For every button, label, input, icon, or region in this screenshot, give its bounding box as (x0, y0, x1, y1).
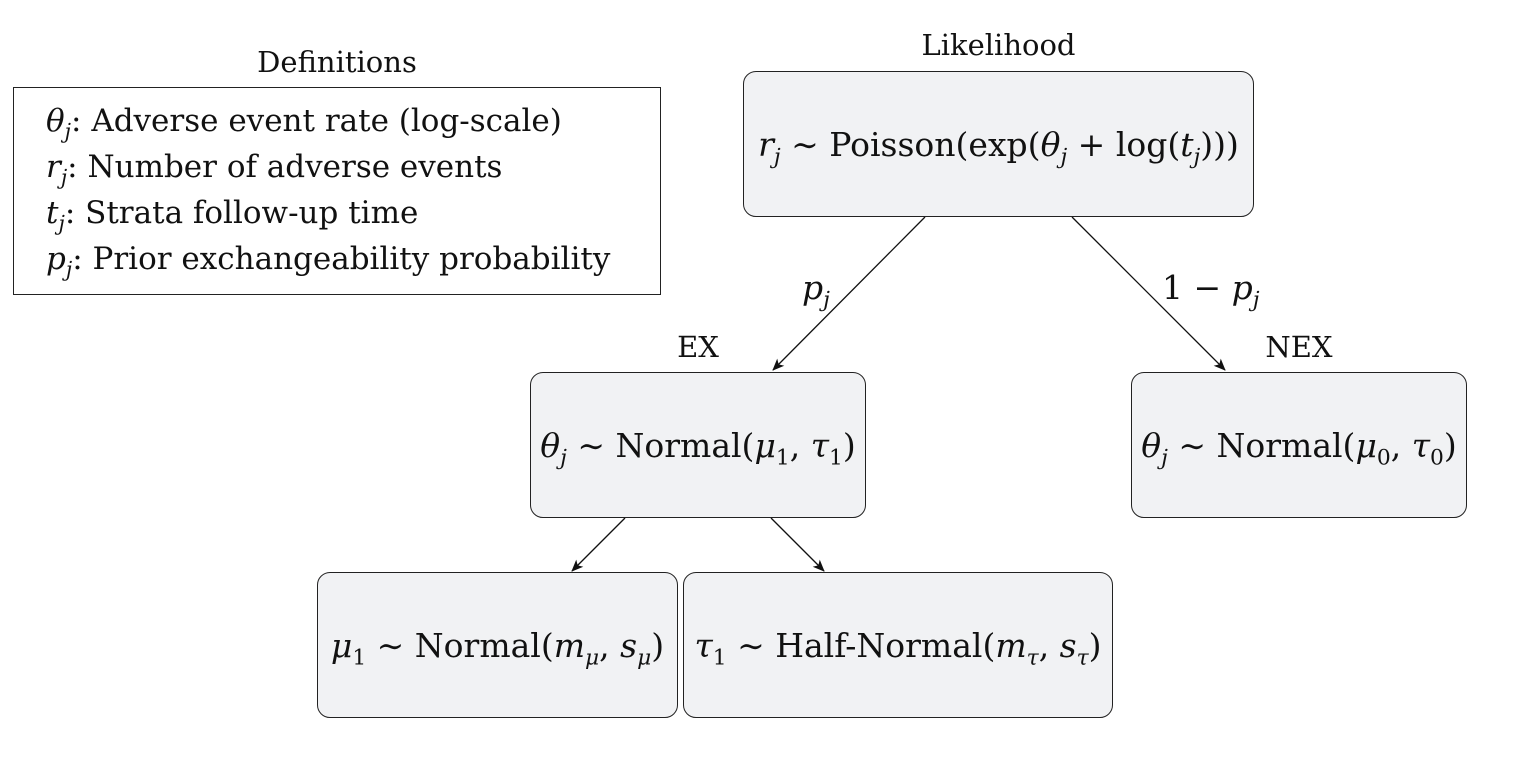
definition-item: tj: Strata follow-up time (46, 195, 419, 236)
definition-item: rj: Number of adverse events (46, 149, 503, 190)
ex-node: θj ∼ Normal(μ1, τ1) (530, 372, 866, 518)
mu-prior-formula: μ1 ∼ Normal(mμ, sμ) (330, 625, 665, 671)
definition-item: pj: Prior exchangeability probability (46, 241, 611, 282)
nex-node: θj ∼ Normal(μ0, τ0) (1131, 372, 1467, 518)
edge-ex-tau (770, 517, 825, 572)
likelihood-node: rj ∼ Poisson(exp(θj + log(tj))) (743, 71, 1254, 217)
likelihood-title: Likelihood (921, 28, 1076, 62)
definitions-title: Definitions (257, 45, 417, 79)
mu-prior-node: μ1 ∼ Normal(mμ, sμ) (317, 572, 678, 718)
tau-prior-node: τ1 ∼ Half-Normal(mτ, sτ) (683, 572, 1113, 718)
edge-label-pj: pj (802, 268, 830, 313)
definitions-box: θj: Adverse event rate (log-scale) rj: N… (13, 87, 661, 295)
edge-likelihood-ex (772, 216, 926, 371)
tau-prior-formula: τ1 ∼ Half-Normal(mτ, sτ) (694, 625, 1102, 671)
ex-formula: θj ∼ Normal(μ1, τ1) (540, 425, 856, 471)
edge-ex-mu (571, 517, 626, 572)
ex-title: EX (677, 330, 719, 364)
nex-formula: θj ∼ Normal(μ0, τ0) (1141, 425, 1457, 471)
definition-item: θj: Adverse event rate (log-scale) (46, 103, 562, 144)
likelihood-formula: rj ∼ Poisson(exp(θj + log(tj))) (758, 124, 1239, 170)
edge-label-one-minus-pj: 1 − pj (1162, 268, 1260, 313)
edge-likelihood-nex (1071, 216, 1226, 371)
nex-title: NEX (1265, 330, 1333, 364)
